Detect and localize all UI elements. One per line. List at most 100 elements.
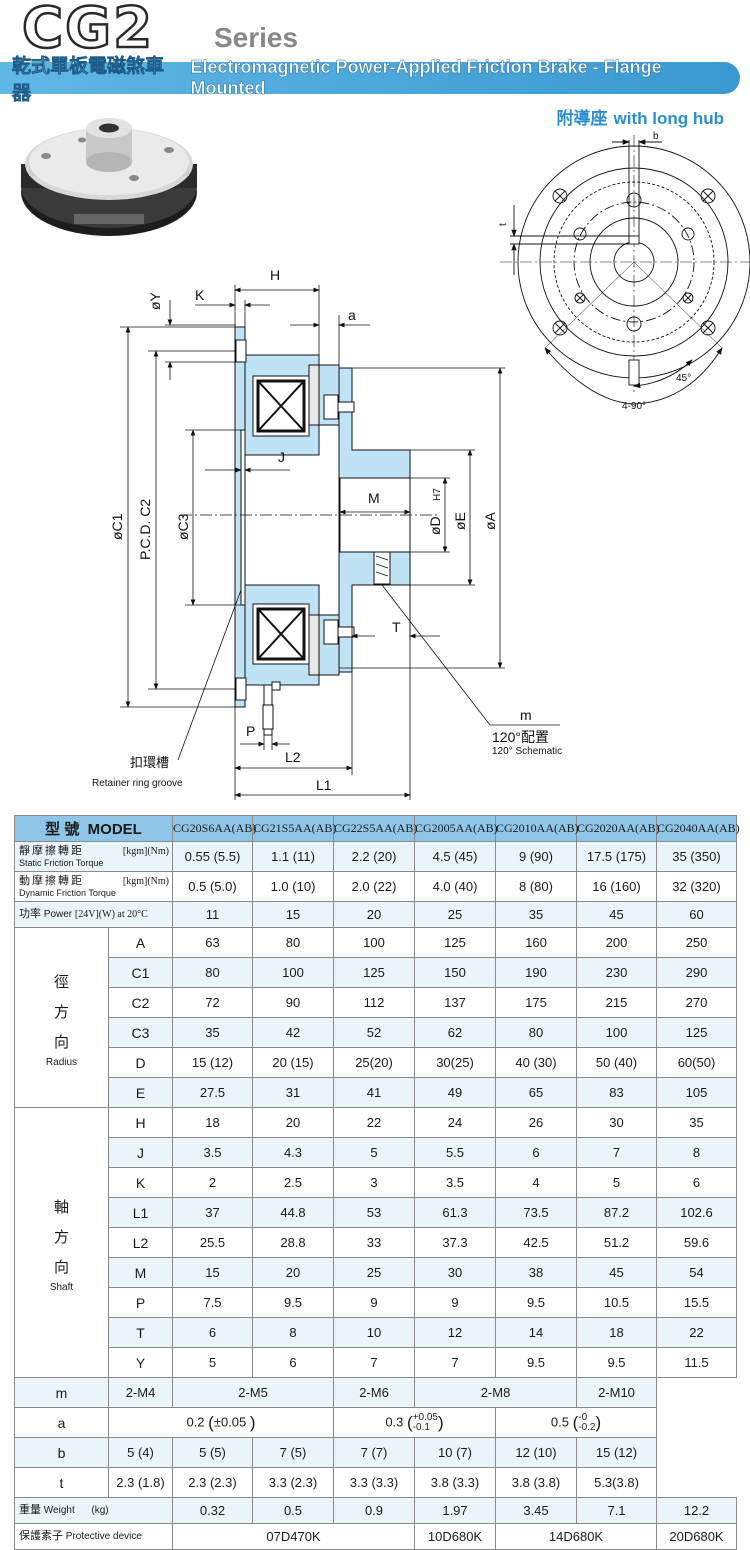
title-en: Electromagnetic Power-Applied Friction B… bbox=[190, 57, 662, 98]
cell: 51.2 bbox=[576, 1227, 657, 1258]
dim-y: øY bbox=[147, 291, 163, 310]
cell: 90 bbox=[252, 987, 334, 1018]
cell: 4.5 (45) bbox=[414, 841, 496, 872]
row-symbol: P bbox=[108, 1287, 173, 1318]
cell: 61.3 bbox=[414, 1197, 496, 1228]
cell: 33 bbox=[333, 1227, 415, 1258]
cell: 215 bbox=[576, 987, 657, 1018]
dim-c2: P.C.D. C2 bbox=[137, 499, 153, 560]
angle-45: 45° bbox=[676, 373, 691, 384]
cell: 0.55 (5.5) bbox=[172, 841, 253, 872]
cell: 20 (15) bbox=[252, 1047, 334, 1078]
cell: 30(25) bbox=[414, 1047, 496, 1078]
cell: 10 bbox=[333, 1317, 415, 1348]
model-col: CG2005AA(AB) bbox=[414, 815, 498, 842]
cell: 9.5 bbox=[576, 1347, 657, 1378]
cell: 52 bbox=[333, 1017, 415, 1048]
cell: 5 bbox=[576, 1167, 657, 1198]
cell: 160 bbox=[495, 927, 577, 958]
row-symbol: L2 bbox=[108, 1227, 173, 1258]
cell: 35 bbox=[172, 1017, 253, 1048]
cell: 4.0 (40) bbox=[414, 871, 496, 902]
dim-d-tolerance: H7 bbox=[432, 488, 443, 501]
cell: 2-M5 bbox=[172, 1377, 334, 1408]
cell: 20D680K bbox=[656, 1523, 737, 1550]
cell: 1.1 (11) bbox=[252, 841, 334, 872]
cell: 41 bbox=[333, 1077, 415, 1108]
cell: 230 bbox=[576, 957, 657, 988]
cell: 07D470K bbox=[172, 1523, 415, 1550]
row-symbol: C3 bbox=[108, 1017, 173, 1048]
cell: 65 bbox=[495, 1077, 577, 1108]
section-view bbox=[180, 326, 440, 736]
row-symbol: Y bbox=[108, 1347, 173, 1378]
model-col: CG2020AA(AB) bbox=[576, 815, 660, 842]
cell: 42.5 bbox=[495, 1227, 577, 1258]
dim-l2: L2 bbox=[285, 749, 301, 765]
cell: 5 bbox=[172, 1347, 253, 1378]
cell: 30 bbox=[414, 1257, 496, 1288]
cell: 32 (320) bbox=[656, 871, 737, 902]
row-label: 重量 Weight (kg) bbox=[14, 1497, 173, 1524]
cell: 2-M8 bbox=[414, 1377, 577, 1408]
cell: 7.5 bbox=[172, 1287, 253, 1318]
row-symbol: T bbox=[108, 1317, 173, 1348]
cell: 8 (80) bbox=[495, 871, 577, 902]
dim-c1: øC1 bbox=[109, 513, 125, 540]
model-col: CG22S5AA(AB) bbox=[333, 815, 417, 842]
cell: 49 bbox=[414, 1077, 496, 1108]
cell: 0.5 (-0-0.2) bbox=[495, 1407, 657, 1438]
dim-c3: øC3 bbox=[175, 513, 191, 540]
cell: 0.32 bbox=[172, 1497, 253, 1524]
cell: 12 bbox=[414, 1317, 496, 1348]
cell: 9 (90) bbox=[495, 841, 577, 872]
cell: 17.5 (175) bbox=[576, 841, 657, 872]
cell: 10D680K bbox=[414, 1523, 496, 1550]
cell: 60(50) bbox=[656, 1047, 737, 1078]
cell: 35 bbox=[495, 901, 577, 928]
cell: 9.5 bbox=[495, 1287, 577, 1318]
row-symbol: H bbox=[108, 1107, 173, 1138]
cell: 7 bbox=[414, 1347, 496, 1378]
row-symbol: a bbox=[14, 1407, 109, 1438]
row-label: 保護素子 Protective device bbox=[14, 1523, 173, 1550]
cell: 6 bbox=[172, 1317, 253, 1348]
cell: 62 bbox=[414, 1017, 496, 1048]
dim-t-small: t bbox=[498, 223, 509, 226]
cell: 53 bbox=[333, 1197, 415, 1228]
cell: 6 bbox=[656, 1167, 737, 1198]
cell: 175 bbox=[495, 987, 577, 1018]
cell: 72 bbox=[172, 987, 253, 1018]
cell: 3.45 bbox=[495, 1497, 577, 1524]
row-label: 功率 Power [24V](W) at 20°C bbox=[14, 901, 173, 928]
row-symbol: m bbox=[14, 1377, 109, 1408]
cell: 27.5 bbox=[172, 1077, 253, 1108]
model-header: 型 號 MODEL bbox=[14, 815, 173, 842]
cell: 10 (7) bbox=[414, 1437, 496, 1468]
cell: 1.0 (10) bbox=[252, 871, 334, 902]
cell: 100 bbox=[333, 927, 415, 958]
product-photo bbox=[21, 118, 197, 236]
cell: 0.9 bbox=[333, 1497, 415, 1524]
cell: 100 bbox=[576, 1017, 657, 1048]
cell: 18 bbox=[172, 1107, 253, 1138]
cell: 14 bbox=[495, 1317, 577, 1348]
cell: 2 bbox=[172, 1167, 253, 1198]
cell: 60 bbox=[656, 901, 737, 928]
groove-en: Retainer ring groove bbox=[92, 778, 183, 789]
cell: 5 (5) bbox=[172, 1437, 253, 1468]
cell: 125 bbox=[656, 1017, 737, 1048]
cell: 45 bbox=[576, 901, 657, 928]
dim-b: b bbox=[653, 131, 659, 142]
cell: 15.5 bbox=[656, 1287, 737, 1318]
cell: 9.5 bbox=[252, 1287, 334, 1318]
row-symbol: C1 bbox=[108, 957, 173, 988]
cell: 7.1 bbox=[576, 1497, 657, 1524]
